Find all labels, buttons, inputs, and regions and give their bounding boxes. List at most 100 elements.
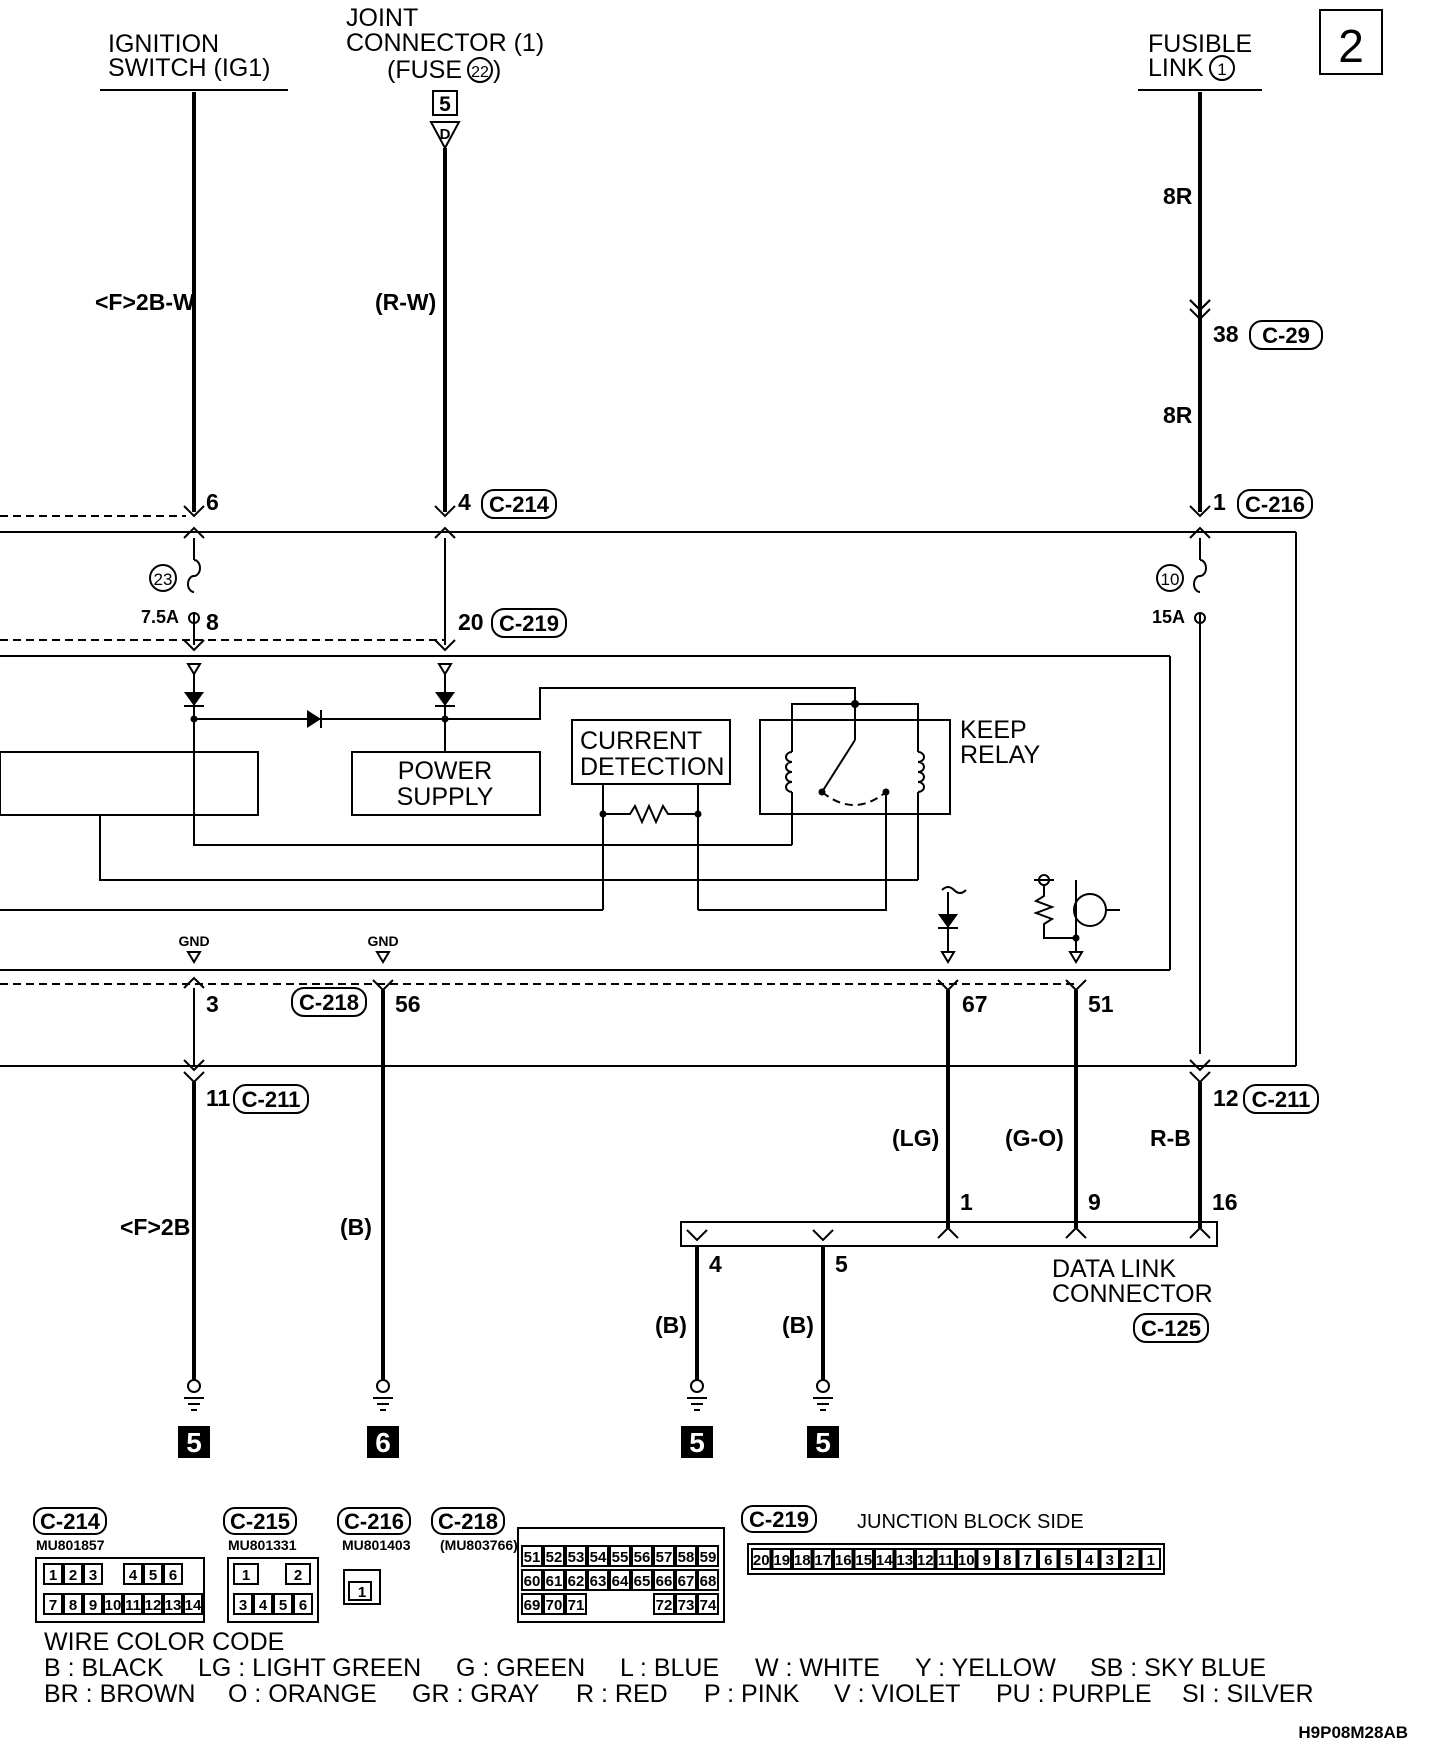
pin51-resistor xyxy=(1033,885,1076,939)
transistor-circle xyxy=(1073,893,1107,927)
diode-horizontal xyxy=(307,710,321,728)
page-number-box xyxy=(1319,9,1383,75)
cv-c216-pin-1: 1 xyxy=(358,1584,366,1601)
cv-c218-cell xyxy=(697,1569,719,1591)
cv-c218-pin: 54 xyxy=(590,1549,607,1566)
c219-tag-box xyxy=(491,608,567,638)
cv-c219-cell xyxy=(771,1548,792,1570)
pin67-input-mark xyxy=(941,886,967,894)
cv-c218-pin: 59 xyxy=(700,1549,717,1566)
ground-ref-box-2 xyxy=(367,1426,399,1458)
c29-tag: C-29 xyxy=(1262,323,1310,348)
cv-c214-pin: 2 xyxy=(69,1567,77,1584)
fuse-23-symbol xyxy=(187,559,201,593)
cv-c215-part: MU801331 xyxy=(228,1537,297,1553)
wire-label-ign-bottom: <F>2B xyxy=(120,1214,190,1240)
cv-c218-pin: 52 xyxy=(546,1549,563,1566)
joint-label-close: ) xyxy=(493,56,501,84)
wcc-entry: W : WHITE xyxy=(755,1654,880,1682)
cv-c215-tag-box xyxy=(223,1507,297,1535)
current-detection-label-1: CURRENT xyxy=(580,727,702,755)
ground-symbol-1 xyxy=(184,1379,204,1411)
power-supply-block xyxy=(351,751,541,816)
node-pin51 xyxy=(1072,934,1080,942)
current-detection-label-2: DETECTION xyxy=(580,753,724,781)
wire-label-dlc-1: (LG) xyxy=(892,1125,939,1151)
cv-c218-cell xyxy=(587,1569,609,1591)
pin51-triangle xyxy=(1068,951,1084,964)
cv-c219-pin: 13 xyxy=(896,1552,913,1569)
cv-c214-pin: 4 xyxy=(129,1567,138,1584)
wcc-entry: P : PINK xyxy=(704,1680,800,1708)
cv-c214-cell xyxy=(163,1593,183,1615)
cv-c215-cell xyxy=(293,1593,313,1615)
cv-c215-cell xyxy=(253,1593,273,1615)
fuse-10-symbol xyxy=(1193,559,1207,593)
cv-c218-outline xyxy=(517,1527,725,1623)
cv-c218-pin: 58 xyxy=(678,1549,695,1566)
data-link-label-1: DATA LINK xyxy=(1052,1255,1176,1283)
cv-c214-cell xyxy=(183,1593,203,1615)
cv-c219-cell xyxy=(894,1548,915,1570)
pin-38: 38 xyxy=(1213,321,1239,347)
c29-tag-box xyxy=(1249,320,1323,350)
cv-c218-pin: 61 xyxy=(546,1573,563,1590)
cv-c214-outline xyxy=(35,1557,205,1623)
wcc-entry: SI : SILVER xyxy=(1182,1680,1314,1708)
relay-coil-right xyxy=(917,751,925,793)
cv-c214-cell xyxy=(123,1563,143,1585)
wcc-entry: V : VIOLET xyxy=(834,1680,960,1708)
cv-c218-cell xyxy=(631,1569,653,1591)
cv-c218-name: C-218 xyxy=(438,1509,498,1534)
cv-c218-pin: 56 xyxy=(634,1549,651,1566)
cv-c214-cell xyxy=(143,1593,163,1615)
cv-c219-cell xyxy=(792,1548,813,1570)
joint-connector-triangle xyxy=(429,121,461,151)
dlc-pin-16: 16 xyxy=(1212,1189,1238,1215)
cv-c215-pin: 5 xyxy=(279,1597,287,1614)
cv-c219-cell xyxy=(853,1548,874,1570)
cv-c219-pin: 4 xyxy=(1085,1552,1094,1569)
cv-c214-cell xyxy=(163,1563,183,1585)
cv-c218-pin: 55 xyxy=(612,1549,629,1566)
cv-c216-outline xyxy=(343,1569,381,1605)
fuse-23-circle xyxy=(149,564,177,592)
cv-c219-pin: 15 xyxy=(855,1552,872,1569)
ground-symbol-2 xyxy=(373,1379,393,1411)
c125-tag-box xyxy=(1133,1313,1209,1343)
cv-c219-tag-box xyxy=(741,1505,817,1533)
wcc-entry: L : BLUE xyxy=(620,1654,719,1682)
dlc-pin-9: 9 xyxy=(1088,1189,1101,1215)
cv-c214-pin: 8 xyxy=(69,1597,77,1614)
ground-ref-3: 5 xyxy=(689,1427,705,1458)
cv-c219-pin: 8 xyxy=(1003,1552,1011,1569)
cv-c219-cell xyxy=(1120,1548,1141,1570)
page-number: 2 xyxy=(1338,20,1364,72)
cv-c219-side: JUNCTION BLOCK SIDE xyxy=(857,1511,1084,1533)
cv-c219-pin: 3 xyxy=(1106,1552,1114,1569)
c211a-tag: C-211 xyxy=(242,1087,301,1112)
ground-ref-2: 6 xyxy=(375,1427,391,1458)
cv-c218-cell xyxy=(521,1545,543,1567)
cv-c219-pin: 18 xyxy=(794,1552,811,1569)
diode-pin67 xyxy=(938,914,958,928)
cv-c215-cell xyxy=(285,1563,311,1585)
cv-c215-pin: 3 xyxy=(239,1597,247,1614)
cv-c215-pin: 4 xyxy=(259,1597,268,1614)
cv-c214-pin: 13 xyxy=(165,1597,182,1614)
joint-connector-letter: D xyxy=(440,126,451,143)
ground-ref-box-3 xyxy=(681,1426,713,1458)
cv-c214-pin: 5 xyxy=(149,1567,157,1584)
joint-fuse-number: 22 xyxy=(471,64,489,81)
cv-c219-cell xyxy=(1058,1548,1079,1570)
wcc-entry: G : GREEN xyxy=(456,1654,585,1682)
cv-c214-cell xyxy=(103,1593,123,1615)
wcc-entry: SB : SKY BLUE xyxy=(1090,1654,1266,1682)
cv-c218-pin: 70 xyxy=(546,1597,563,1614)
cv-c215-pin: 1 xyxy=(242,1567,250,1584)
cv-c214-cell xyxy=(123,1593,143,1615)
cv-c219-cell xyxy=(976,1548,997,1570)
chevron-pin1 xyxy=(1189,505,1211,539)
